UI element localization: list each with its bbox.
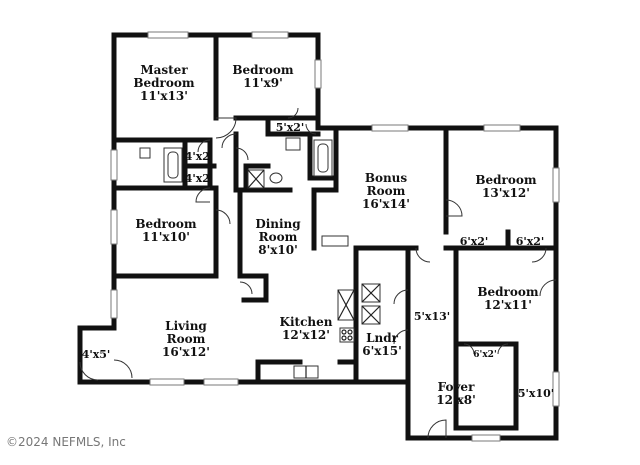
hall-5x13-label: 5'x13' xyxy=(410,310,454,323)
sink-icon xyxy=(285,137,301,151)
fixtures xyxy=(139,137,381,379)
kitchen-name: Kitchen xyxy=(279,315,333,329)
bedroom-right-top-name: Bedroom xyxy=(475,173,537,187)
laundry-dim: 6'x15' xyxy=(362,344,402,358)
windows xyxy=(110,31,560,442)
bonus-room-name-2: Room xyxy=(366,184,406,198)
master-bedroom-label: Master Bedroom 11'x13' xyxy=(124,64,204,103)
laundry-name: Lndr xyxy=(366,331,398,345)
living-room-name-1: Living xyxy=(165,319,207,333)
closet-4x2-lower-dim: 4'x2' xyxy=(184,172,214,185)
toilet-icon xyxy=(269,172,283,184)
bedroom-top-name: Bedroom xyxy=(232,63,294,77)
bonus-room-dim: 16'x14' xyxy=(362,197,410,211)
closet-6x2-right-label: 6'x2' xyxy=(512,235,548,248)
laundry-label: Lndr 6'x15' xyxy=(358,332,406,358)
bedroom-right-mid-dim: 12'x11' xyxy=(484,298,532,312)
closet-4x2-upper-label: 4'x2' xyxy=(182,150,216,163)
interior-walls xyxy=(111,32,559,431)
bedroom-left-dim: 11'x10' xyxy=(142,230,190,244)
hall-5x13-dim: 5'x13' xyxy=(413,310,451,323)
porch-4x5-dim: 4'x5' xyxy=(81,348,111,361)
doors xyxy=(79,107,557,439)
bedroom-right-mid-label: Bedroom 12'x11' xyxy=(468,286,548,312)
dining-room-label: Dining Room 8'x10' xyxy=(244,218,312,257)
dining-room-dim: 8'x10' xyxy=(258,243,298,257)
living-room-dim: 16'x12' xyxy=(162,345,210,359)
closet-6x2-left-label: 6'x2' xyxy=(456,235,492,248)
copyright-watermark: ©2024 NEFMLS, Inc xyxy=(6,435,126,449)
foyer-label: Foyer 12'x8' xyxy=(424,381,488,407)
bedroom-left-name: Bedroom xyxy=(135,217,197,231)
hall-5x10-dim: 5'x10' xyxy=(517,387,555,400)
closet-6x2-small-dim: 6'x2' xyxy=(473,350,497,360)
closet-5x2-top-dim: 5'x2' xyxy=(275,121,305,134)
closet-6x2-small-label: 6'x2' xyxy=(468,349,502,362)
bedroom-right-top-dim: 13'x12' xyxy=(482,186,530,200)
dining-room-name-2: Room xyxy=(258,230,298,244)
foyer-dim: 12'x8' xyxy=(436,393,476,407)
stove-icon xyxy=(339,327,355,343)
master-bedroom-dim: 11'x13' xyxy=(140,89,188,103)
bonus-room-label: Bonus Room 16'x14' xyxy=(350,172,422,211)
bedroom-top-label: Bedroom 11'x9' xyxy=(226,64,300,90)
closet-4x2-lower-label: 4'x2' xyxy=(182,172,216,185)
counter-icon xyxy=(321,235,349,247)
master-bedroom-name-1: Master xyxy=(140,63,188,77)
closet-4x2-upper-dim: 4'x2' xyxy=(184,150,214,163)
master-bedroom-name-2: Bedroom xyxy=(133,76,195,90)
kitchen-dim: 12'x12' xyxy=(282,328,330,342)
hall-5x10-label: 5'x10' xyxy=(516,387,556,400)
closet-6x2-right-dim: 6'x2' xyxy=(515,235,545,248)
bedroom-right-top-label: Bedroom 13'x12' xyxy=(466,174,546,200)
bedroom-top-dim: 11'x9' xyxy=(243,76,283,90)
bedroom-left-label: Bedroom 11'x10' xyxy=(130,218,202,244)
toilet-icon xyxy=(139,147,151,159)
dining-room-name-1: Dining xyxy=(255,217,301,231)
porch-4x5-label: 4'x5' xyxy=(80,348,112,361)
closet-6x2-left-dim: 6'x2' xyxy=(459,235,489,248)
living-room-name-2: Room xyxy=(166,332,206,346)
closet-5x2-top-label: 5'x2' xyxy=(272,121,308,134)
living-room-label: Living Room 16'x12' xyxy=(148,320,224,359)
bonus-room-name-1: Bonus xyxy=(364,171,408,185)
bedroom-right-mid-name: Bedroom xyxy=(477,285,539,299)
kitchen-label: Kitchen 12'x12' xyxy=(270,316,342,342)
foyer-name: Foyer xyxy=(437,380,475,394)
